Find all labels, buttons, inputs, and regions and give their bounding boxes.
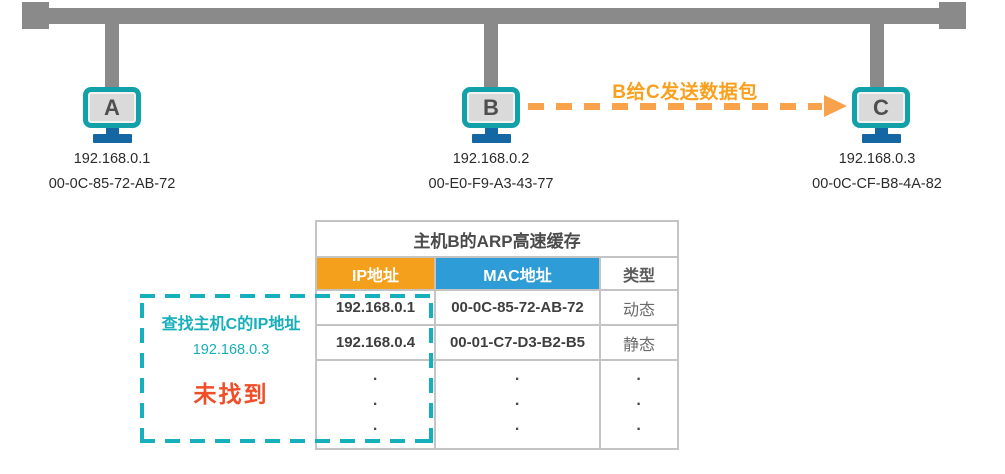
host-c-letter: C xyxy=(873,94,889,120)
host-b-letter: B xyxy=(483,94,499,120)
arp-cache-table: 主机B的ARP高速缓存 IP地址 MAC地址 类型 192.168.0.1 00… xyxy=(315,220,679,450)
packet-arrow-dashed-line xyxy=(528,103,822,110)
lookup-callout: 查找主机C的IP地址 192.168.0.3 未找到 xyxy=(141,310,321,409)
host-b-ip: 192.168.0.2 xyxy=(452,151,530,167)
monitor-icon-a: A xyxy=(83,87,141,128)
table-row-ellipsis: · · · · · · · · · xyxy=(315,359,679,450)
monitor-icon-b: B xyxy=(462,87,520,128)
monitor-stand-neck xyxy=(484,128,498,134)
lookup-target-ip: 192.168.0.3 xyxy=(192,342,270,358)
monitor-stand-neck xyxy=(874,128,888,134)
lookup-action-label: 查找主机C的IP地址 xyxy=(161,316,301,333)
host-c-mac: 00-0C-CF-B8-4A-82 xyxy=(812,176,942,192)
host-b-drop-cable xyxy=(484,10,498,92)
cell-ip: 192.168.0.1 xyxy=(315,289,436,326)
host-a-ip: 192.168.0.1 xyxy=(73,151,151,167)
cell-ellipsis: · · · xyxy=(434,359,601,450)
cell-mac: 00-0C-85-72-AB-72 xyxy=(434,289,601,326)
monitor-stand-base xyxy=(861,134,901,143)
cell-type: 动态 xyxy=(599,289,679,326)
cell-ellipsis: · · · xyxy=(315,359,436,450)
host-a: A xyxy=(83,87,141,143)
bus-terminator-right xyxy=(939,2,966,29)
monitor-stand-base xyxy=(471,134,511,143)
packet-arrow-label: B给C发送数据包 xyxy=(612,82,758,103)
host-a-drop-cable xyxy=(105,10,119,92)
cell-mac: 00-01-C7-D3-B2-B5 xyxy=(434,324,601,361)
monitor-stand-neck xyxy=(105,128,119,134)
arp-table-title: 主机B的ARP高速缓存 xyxy=(315,220,679,258)
packet-arrow-head-icon xyxy=(824,95,847,117)
host-c-ip: 192.168.0.3 xyxy=(838,151,916,167)
monitor-stand-base xyxy=(92,134,132,143)
table-row: 192.168.0.4 00-01-C7-D3-B2-B5 静态 xyxy=(315,324,679,361)
host-c-drop-cable xyxy=(870,10,884,92)
column-header-mac: MAC地址 xyxy=(434,256,601,291)
host-a-mac: 00-0C-85-72-AB-72 xyxy=(48,176,176,192)
column-header-type: 类型 xyxy=(599,256,679,291)
cell-ellipsis: · · · xyxy=(599,359,679,450)
lookup-result-not-found: 未找到 xyxy=(193,381,269,407)
host-b-mac: 00-E0-F9-A3-43-77 xyxy=(428,176,554,192)
bus-terminator-left xyxy=(22,2,49,29)
host-b: B xyxy=(462,87,520,143)
column-header-ip: IP地址 xyxy=(315,256,436,291)
host-c: C xyxy=(852,87,910,143)
monitor-icon-c: C xyxy=(852,87,910,128)
cell-ip: 192.168.0.4 xyxy=(315,324,436,361)
host-a-letter: A xyxy=(104,94,120,120)
cell-type: 静态 xyxy=(599,324,679,361)
table-row: 192.168.0.1 00-0C-85-72-AB-72 动态 xyxy=(315,289,679,326)
